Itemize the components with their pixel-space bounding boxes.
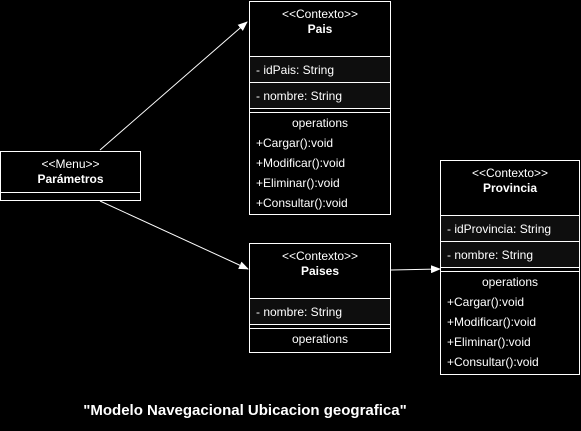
class-pais[interactable]: <<Contexto>> Pais - idPais: String - nom… [249, 1, 391, 215]
provincia-operations: operations +Cargar():void +Modificar():v… [441, 271, 579, 372]
provincia-name: Provincia [482, 181, 538, 195]
menu-divider [1, 192, 140, 193]
provincia-op-modificar: +Modificar():void [447, 315, 537, 329]
paises-operations-label: operations [291, 332, 349, 346]
pais-op-consultar: +Consultar():void [256, 196, 348, 210]
paises-stereotype: <<Contexto>> [281, 249, 359, 263]
diagram-caption: "Modelo Navegacional Ubicacion geografic… [83, 402, 407, 419]
edge-menu-to-paises [99, 200, 249, 270]
pais-attribute-nombre: - nombre: String [250, 82, 390, 108]
pais-op-cargar: +Cargar():void [256, 136, 334, 150]
menu-name: Parámetros [37, 172, 104, 186]
pais-name: Pais [307, 22, 333, 36]
provincia-stereotype: <<Contexto>> [471, 166, 549, 180]
pais-attribute-idpais: - idPais: String [250, 56, 390, 82]
edge-menu-to-pais [99, 21, 248, 151]
pais-divider [250, 108, 390, 109]
menu-stereotype: <<Menu>> [41, 157, 100, 171]
class-menu-parametros[interactable]: <<Menu>> Parámetros [0, 151, 141, 201]
provincia-attribute-idprovincia: - idProvincia: String [441, 215, 579, 241]
paises-operations: operations [250, 328, 390, 349]
provincia-op-eliminar: +Eliminar():void [447, 335, 531, 349]
pais-op-modificar: +Modificar():void [256, 156, 346, 170]
provincia-op-cargar: +Cargar():void [447, 295, 525, 309]
provincia-attribute-nombre: - nombre: String [441, 241, 579, 267]
pais-op-eliminar: +Eliminar():void [256, 176, 340, 190]
pais-operations-label: operations [291, 116, 349, 130]
pais-operations: operations +Cargar():void +Modificar():v… [250, 112, 390, 213]
paises-attribute-nombre: - nombre: String [250, 298, 390, 324]
paises-divider [250, 324, 390, 325]
pais-stereotype: <<Contexto>> [281, 7, 359, 21]
provincia-operations-label: operations [481, 275, 539, 289]
class-paises[interactable]: <<Contexto>> Paises - nombre: String ope… [249, 243, 391, 353]
edge-paises-to-provincia [390, 265, 441, 274]
provincia-op-consultar: +Consultar():void [447, 355, 539, 369]
class-provincia[interactable]: <<Contexto>> Provincia - idProvincia: St… [440, 160, 580, 375]
provincia-divider [441, 267, 579, 268]
paises-name: Paises [300, 264, 340, 278]
